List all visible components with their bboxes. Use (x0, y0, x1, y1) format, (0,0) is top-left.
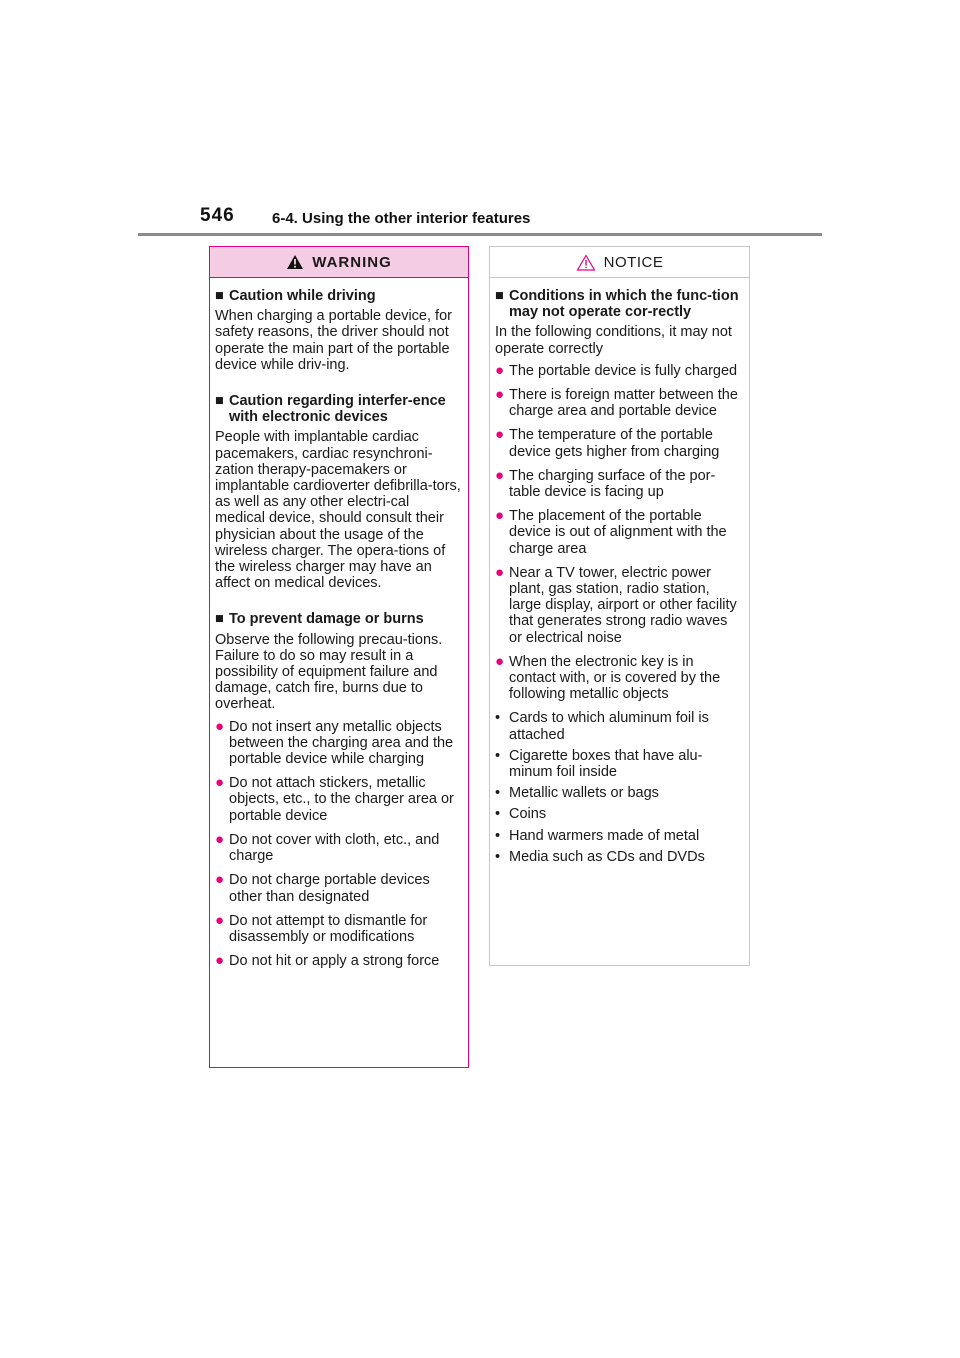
sub-list-item: • Hand warmers made of metal (495, 828, 744, 844)
list-item: ● Do not cover with cloth, etc., and cha… (215, 830, 463, 865)
list-item-text: Do not cover with cloth, etc., and charg… (229, 831, 440, 865)
list-item-text: There is foreign matter between the char… (509, 387, 738, 420)
sub-list-item: • Metallic wallets or bags (495, 785, 744, 801)
section-heading: ■ Conditions in which the func-tion may … (495, 288, 744, 320)
sub-list-item-text: Metallic wallets or bags (509, 785, 659, 802)
square-bullet-icon: ■ (215, 288, 224, 304)
list-item-text: The temperature of the portable device g… (509, 427, 720, 460)
square-bullet-icon: ■ (215, 393, 224, 410)
warning-triangle-icon (287, 255, 304, 269)
list-item-text: Do not attach stickers, metallic objects… (229, 775, 454, 824)
sub-list-item: • Cards to which aluminum foil is attach… (495, 710, 744, 742)
list-item-text: Do not insert any metallic objects betwe… (229, 718, 454, 768)
list-item-text: Do not hit or apply a strong force (229, 953, 440, 970)
notice-box: NOTICE ■ Conditions in which the func-ti… (489, 246, 750, 966)
dot-bullet-icon: ● (495, 426, 505, 444)
dot-bullet-icon: ● (215, 952, 225, 970)
warning-title: WARNING (312, 253, 392, 271)
sub-list-item-text: Hand warmers made of metal (509, 827, 700, 844)
dot-bullet-icon: ● (215, 830, 225, 848)
list-item: ● Do not charge portable devices other t… (215, 871, 463, 905)
paragraph: People with implantable cardiac pacemake… (215, 429, 461, 592)
list-item-text: The charging surface of the por-table de… (509, 467, 716, 501)
dot-bullet-icon: ● (215, 717, 225, 735)
square-bullet-icon: ■ (495, 288, 504, 304)
notice-title: NOTICE (603, 253, 664, 271)
list-item: ● Do not hit or apply a strong force (215, 952, 463, 970)
dot-bullet-icon: ● (215, 871, 225, 889)
sub-bullet-icon: • (495, 848, 501, 865)
warning-body: ■ Caution while driving When charging a … (210, 278, 468, 969)
dot-bullet-icon: ● (495, 466, 505, 484)
list-item-text: Do not attempt to dismantle for disassem… (229, 912, 428, 945)
warning-header: WARNING (210, 247, 468, 278)
list-item-text: The placement of the portable device is … (509, 508, 727, 557)
dot-bullet-icon: ● (495, 507, 505, 525)
dot-bullet-icon: ● (495, 361, 505, 379)
list-item: ● When the electronic key is in contact … (495, 652, 744, 703)
list-item-text: Do not charge portable devices other tha… (229, 872, 430, 905)
list-item: ● Near a TV tower, electric power plant,… (495, 563, 744, 646)
notice-body: ■ Conditions in which the func-tion may … (490, 278, 749, 865)
sub-list-item: • Coins (495, 806, 744, 822)
paragraph: Failure to do so may result in a possibi… (215, 647, 438, 713)
sub-bullet-icon: • (495, 827, 501, 844)
sub-bullet-icon: • (495, 747, 501, 764)
paragraph: When charging a portable device, for saf… (215, 308, 452, 373)
list-item: ● The portable device is fully charged (495, 361, 744, 379)
sub-list-item: • Media such as CDs and DVDs (495, 849, 744, 865)
list-item-text: The portable device is fully charged (509, 362, 738, 379)
notice-header: NOTICE (490, 247, 749, 278)
list-item: ● The charging surface of the por-table … (495, 466, 744, 501)
list-item: ● Do not attach stickers, metallic objec… (215, 775, 463, 824)
dot-bullet-icon: ● (215, 911, 225, 929)
sub-bullet-icon: • (495, 806, 501, 823)
list-item: ● The temperature of the portable device… (495, 426, 744, 460)
square-bullet-icon: ■ (215, 611, 224, 628)
list-item-text: When the electronic key is in contact wi… (509, 653, 721, 703)
list-item: ● Do not insert any metallic objects bet… (215, 717, 463, 768)
list-item-text: Near a TV tower, electric power plant, g… (509, 564, 737, 646)
section-heading: ■ Caution regarding interfer-ence with e… (215, 393, 463, 425)
sub-bullet-icon: • (495, 785, 501, 802)
dot-bullet-icon: ● (215, 774, 225, 792)
section-heading: ■ Caution while driving (215, 288, 463, 304)
heading-text: Conditions in which the func-tion may no… (509, 288, 739, 321)
dot-bullet-icon: ● (495, 652, 505, 670)
caution-triangle-icon (576, 253, 596, 271)
sub-list-item: • Cigarette boxes that have alu-minum fo… (495, 748, 744, 780)
paragraph: Observe the following precau-tions. (215, 631, 443, 648)
paragraph: In the following conditions, it may not … (495, 324, 732, 357)
heading-text: To prevent damage or burns (229, 611, 424, 628)
header-rule (138, 233, 822, 236)
heading-text: Caution while driving (229, 288, 376, 304)
section-title: 6-4. Using the other interior features (272, 210, 531, 227)
list-item: ● Do not attempt to dismantle for disass… (215, 911, 463, 945)
sub-bullet-icon: • (495, 710, 501, 727)
sub-list-item-text: Coins (509, 806, 547, 823)
sub-list-item-text: Cigarette boxes that have alu-minum foil… (509, 747, 703, 781)
section-heading: ■ To prevent damage or burns (215, 611, 463, 627)
sub-list-item-text: Media such as CDs and DVDs (509, 848, 705, 865)
dot-bullet-icon: ● (495, 563, 505, 581)
page-number: 546 (200, 205, 235, 226)
list-item: ● The placement of the portable device i… (495, 508, 744, 557)
sub-list-item-text: Cards to which aluminum foil is attached (509, 710, 709, 743)
warning-box: WARNING ■ Caution while driving When cha… (209, 246, 469, 1068)
list-item: ● There is foreign matter between the ch… (495, 386, 744, 420)
dot-bullet-icon: ● (495, 386, 505, 404)
heading-text: Caution regarding interfer-ence with ele… (229, 393, 446, 426)
